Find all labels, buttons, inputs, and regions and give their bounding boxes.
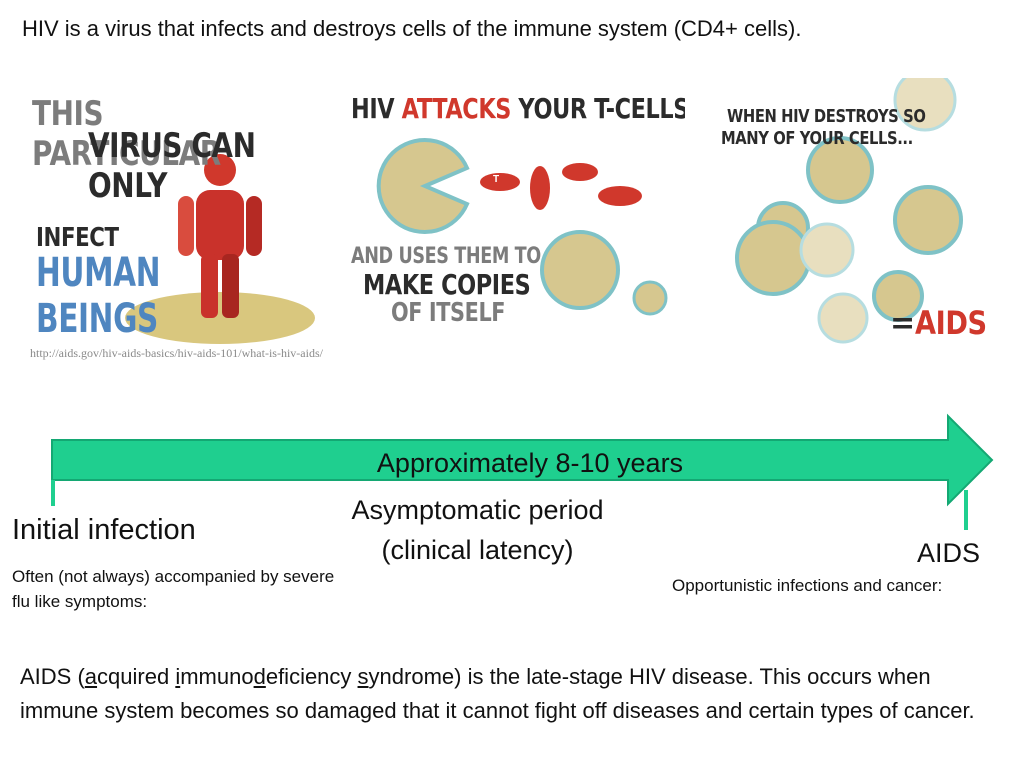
virus-1 [806,136,874,204]
asymptomatic-period: Asymptomatic period (clinical latency) [320,490,635,570]
poster-make: MAKE COPIES [363,268,531,301]
timeline-arrow [51,413,994,530]
source-url: http://aids.gov/hiv-aids-basics/hiv-aids… [30,346,323,360]
figure-right-arm [246,196,262,256]
virus-faint-1 [893,78,957,132]
definition-text: AIDS ( [20,664,85,689]
asymptomatic-line-2: (clinical latency) [381,535,574,565]
t-cell-1 [480,173,520,191]
virus-3 [893,185,963,255]
definition-text: yndrome) is the late-stage HIV disease. … [20,664,975,723]
page-title: HIV is a virus that infects and destroys… [22,16,802,41]
virus-small [632,280,668,316]
pedestal-shadow [125,292,315,344]
human-figure-illustration [125,154,315,344]
definition-text: eficiency [265,664,358,689]
infographic-aids: WHEN HIV DESTROYS SO MANY OF YOUR CELLS.… [705,78,1005,348]
t-cell-3 [562,163,598,181]
aids-definition: AIDS (acquired immunodeficiency syndrome… [20,660,1000,728]
poster-line-3: INFECT [36,223,119,253]
poster-heading: HIV ATTACKS YOUR T-CELLS [351,92,685,125]
poster-equals: = [890,306,915,341]
t-cell-2 [530,166,550,210]
aids-note: Opportunistic infections and cancer: [672,576,943,595]
t-cell-4 [598,186,642,206]
virus-4 [735,220,811,296]
underlined-letter-i: i [175,664,181,689]
poster-line-2: VIRUS CAN ONLY [88,126,256,206]
figure-head [204,154,236,186]
definition-text: mmuno [180,664,254,689]
poster-hiv: HIV [351,92,395,125]
arrow-body [51,413,994,507]
infographic-hiv-attacks: HIV ATTACKS YOUR T-CELLS T AND USES THEM… [345,78,685,348]
initial-infection-label: Initial infection [12,514,196,546]
duration-label: Approximately 8-10 years [376,448,684,478]
infographic-human-beings: THIS PARTICULAR VIRUS CAN ONLY INFECT HU… [20,78,340,348]
definition-text: cquired [97,664,176,689]
pacman-virus [376,138,470,234]
poster-aids: AIDS [915,304,987,342]
poster-line-2: MANY OF YOUR CELLS... [721,128,913,149]
virus-5 [872,270,924,322]
virus-large [540,230,620,310]
underlined-letter-s: s [357,664,369,689]
initial-infection-note: Often (not always) accompanied by severe… [12,567,335,611]
poster-attacks: ATTACKS [401,92,512,125]
t-cell-label: T [493,174,500,185]
poster-itself: OF ITSELF [391,298,506,328]
figure-left-arm [178,196,194,256]
figure-left-leg [201,254,218,318]
aids-label: AIDS [917,538,981,568]
underlined-letter-a: a [84,664,98,689]
poster-line-1: THIS PARTICULAR [32,94,221,174]
poster-line-1: WHEN HIV DESTROYS SO [727,106,926,127]
figure-right-leg [222,254,239,318]
poster-uses: AND USES THEM TO [351,244,541,269]
viruses-illustration [735,78,963,344]
poster-line-4: HUMAN BEINGS [36,250,161,342]
poster-tcells: YOUR T-CELLS [518,92,685,125]
virus-tcell-illustration [376,138,668,316]
virus-faint-3 [817,292,869,344]
underlined-letter-d: d [253,664,266,689]
figure-torso [196,190,244,260]
asymptomatic-line-1: Asymptomatic period [351,495,604,525]
virus-faint-2 [799,222,855,278]
